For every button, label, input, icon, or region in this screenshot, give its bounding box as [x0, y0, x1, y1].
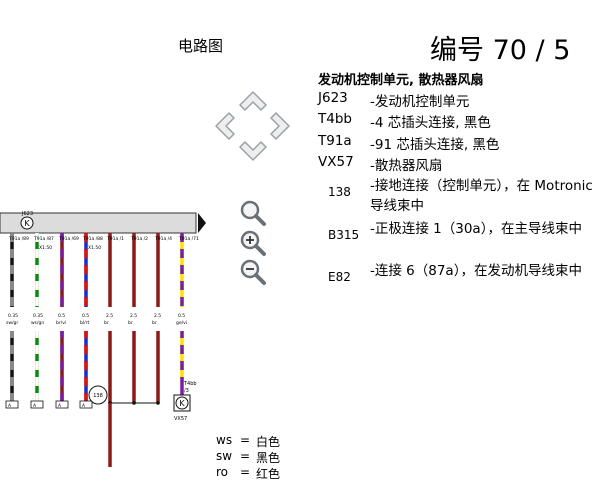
down-arrow-icon[interactable] — [235, 133, 271, 169]
up-arrow-icon[interactable] — [235, 83, 271, 119]
wire-pin-label: T91a /2 — [130, 236, 148, 242]
wire-7: T91a /4 2.5br — [152, 233, 172, 403]
wire-pin-label: T91a /69 — [58, 236, 79, 242]
legend-desc: -正极连接 1（30a），在主导线束中 — [370, 221, 582, 237]
zoom-in-icon[interactable] — [239, 229, 267, 257]
wire-size-label: 2.5 — [154, 313, 161, 319]
wire-terminal-label: A — [58, 403, 62, 409]
legend-code: VX57 — [318, 154, 354, 170]
wire-pin-label: T91a /87 — [33, 236, 54, 242]
legend-code: B315 — [328, 228, 360, 242]
wire-size-label: 0.5 — [58, 313, 65, 319]
legend-code: 138 — [328, 185, 351, 199]
color-code-meaning: 红色 — [256, 467, 281, 481]
wire-size-label: 0.5 — [178, 313, 185, 319]
right-arrow-icon[interactable] — [262, 108, 298, 144]
legend-desc: -发动机控制单元 — [370, 94, 470, 110]
wire-color-label: br — [152, 320, 157, 326]
unit-label: J623 — [21, 211, 33, 217]
wire-6: T91a /2 2.5br — [128, 233, 148, 403]
wire-pin-label: T91a /71 — [178, 236, 199, 242]
continuation-arrow-icon — [198, 213, 206, 233]
legend-desc: -散热器风扇 — [370, 158, 443, 174]
legend-code: T4bb — [318, 111, 352, 127]
wire-size-label: 2.5 — [130, 313, 137, 319]
wire-cross-label: X1.50 — [88, 245, 101, 251]
wire-size-label: 0.35 — [33, 313, 43, 319]
wire-pin-label: T91a /4 — [154, 236, 172, 242]
control-unit-bar — [0, 212, 197, 234]
wire-size-label: 0.5 — [82, 313, 89, 319]
fan-label: VX57 — [174, 416, 187, 422]
wire-color-label: br — [128, 320, 133, 326]
wire-terminal-label: A — [82, 403, 86, 409]
fan-symbol: K — [179, 399, 185, 408]
color-code-abbr: sw — [216, 449, 233, 463]
legend-desc: -4 芯插头连接, 黑色 — [370, 115, 491, 131]
wire-pin-label: T91a /88 — [82, 236, 103, 242]
wire-color-label: ge/vi — [176, 320, 187, 326]
ground-label: 138 — [93, 393, 103, 399]
legend-desc: -连接 6（87a），在发动机导线束中 — [370, 263, 582, 279]
color-code-meaning: 白色 — [256, 435, 281, 449]
unit-symbol-icon — [20, 216, 34, 230]
color-code-meaning: 黑色 — [256, 451, 281, 465]
zoom-out-icon[interactable] — [239, 258, 267, 286]
wire-color-label: br/vi — [56, 320, 66, 326]
wire-color-label: bl/rt — [80, 320, 89, 326]
wire-pin-label: T91a /89 — [8, 236, 29, 242]
left-arrow-icon[interactable] — [207, 108, 243, 144]
wire-cross-label: X1.50 — [39, 245, 52, 251]
connector-pin: /3 — [184, 388, 189, 394]
wire-terminal-label: A — [33, 403, 37, 409]
connector-label: T4bb — [183, 381, 197, 387]
wire-3: T91a /69 0.5br/viA — [55, 233, 79, 409]
wire-terminal-label: A — [8, 403, 12, 409]
legend-code: E82 — [328, 270, 351, 284]
wire-pin-label: T91a /1 — [106, 236, 124, 242]
diagram-title: 电路图 — [178, 37, 224, 55]
legend-code: T91a — [318, 133, 352, 149]
color-code-abbr: ro — [216, 465, 229, 479]
color-code-abbr: ws — [216, 433, 233, 447]
junction-dot — [132, 401, 136, 405]
fan-motor-icon — [175, 396, 189, 410]
legend-heading: 发动机控制单元, 散热器风扇 — [318, 73, 484, 88]
wire-8: T91a /71 0.5ge/vi — [176, 233, 199, 383]
wire-color-label: ws/gn — [31, 320, 44, 326]
unit-symbol: K — [24, 219, 30, 228]
legend-desc: -91 芯插头连接, 黑色 — [370, 137, 500, 153]
wire-size-label: 2.5 — [106, 313, 113, 319]
wire-5: T91a /1 2.5br — [104, 233, 124, 403]
wire-color-label: sw/gr — [6, 320, 18, 326]
wire-size-label: 0.35 — [8, 313, 18, 319]
ground-point-icon — [88, 385, 108, 405]
junction-dot — [156, 401, 160, 405]
legend-code: J623 — [318, 90, 348, 106]
wire-color-label: br — [104, 320, 109, 326]
magnifier-icon[interactable] — [239, 199, 267, 227]
legend-desc: -接地连接（控制单元），在 Motronic 导线束中 — [370, 178, 593, 214]
page-number: 编号 70 / 5 — [430, 35, 571, 66]
